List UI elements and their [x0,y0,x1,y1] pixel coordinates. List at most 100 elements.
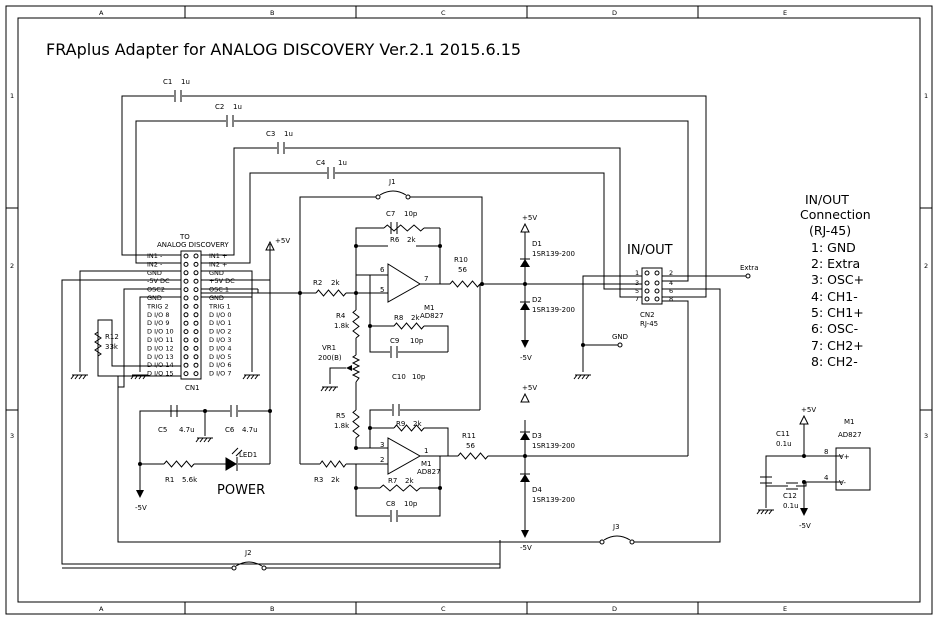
rail-neg-d4 [521,530,529,538]
resistor-r9 [393,424,425,432]
connection-row: 2: Extra [811,256,860,271]
cn1-left-pin-label: D I/O 9 [147,319,170,327]
cn1-left-pin [183,287,189,293]
cn1-left-pin-label: OSC2 [147,286,165,294]
cn1-right-pin-label: D I/O 5 [209,353,232,361]
cn2-pin-label: 7 [635,295,639,303]
resistor-r11 [457,452,489,460]
connection-row: 6: OSC- [811,321,858,336]
c12-value: 0.1u [783,502,799,510]
jumper-j1-label: J1 [388,178,396,186]
diode-d2 [520,302,530,310]
m1-supply-ref: M1 [844,418,855,426]
opamp-lower: 3 2 1 M1 AD827 [380,437,441,476]
gnd-cn1-left-hatch [74,374,79,380]
cn1-right-pin [193,371,199,377]
cn1-right-pin-label: D I/O 0 [209,311,232,319]
r11-ref: R11 [462,432,476,440]
jumper-j2-pad [261,565,267,571]
connection-row: 5: CH1+ [811,305,864,320]
c1-ref: C1 [163,78,172,86]
cn1-right-pin-label: IN1 + [209,252,227,260]
c7-value: 10p [404,210,418,218]
cn2-pin [644,280,650,286]
led-label: POWER [217,483,265,498]
cn1-right-pin-label: D I/O 6 [209,361,232,369]
cn1-left-pin [183,295,189,301]
gnd-cn1-left-hatch [78,374,83,380]
cn1-left-pin-label: TRIG 2 [146,302,169,310]
cn1-right-pin-label: D I/O 4 [209,344,232,352]
r6-value: 2k [407,236,416,244]
d1-part: 1SR139-200 [532,250,575,258]
jumper-j1-pad [375,194,381,200]
c6-ref: C6 [225,426,235,434]
d3-part: 1SR139-200 [532,442,575,450]
cn1-right-pin-label: D I/O 2 [209,328,232,336]
rail-neg-m1-label: -5V [799,522,811,530]
cn1-left-pin [183,278,189,284]
cn2-pin-label: 6 [669,287,673,295]
rail-pos-d3-label: +5V [522,384,537,392]
d1-ref: D1 [532,240,542,248]
c9-value: 10p [410,337,424,345]
d4-ref: D4 [532,486,542,494]
r8-ref: R8 [394,314,403,322]
cn1-left-pin [183,345,189,351]
jumper-j3 [603,535,631,541]
m1-supply-pin-4: 4 [824,474,829,482]
rail-pos-d3 [520,392,530,403]
cn1-header-line2: ANALOG DISCOVERY [157,241,229,249]
rail-neg-power [136,490,144,498]
gnd-c5c6-hatch [195,437,200,443]
cn1-left-pin-label: D I/O 14 [147,361,174,369]
cn1-right-pin-label: GND [209,269,224,277]
cn1-right-pin [193,303,199,309]
cn1-body [180,250,202,380]
cn1-right-pin-label: TRIG 1 [208,302,231,310]
c12-ref: C12 [783,492,797,500]
grid-col-e-bottom: E [783,605,787,613]
resistor-r3 [319,460,347,468]
cn1-right-pin [193,295,199,301]
rail-pos-cn1-label: +5V [275,237,290,245]
opamp-lower-part: AD827 [417,468,441,476]
cn2-pin [644,296,650,302]
rail-pos-cn1 [265,240,275,251]
c3-value: 1u [284,130,293,138]
grid-row-1-left: 1 [10,92,14,100]
cn2-pin [644,270,650,276]
cn1-header-line1: TO [179,233,190,241]
cn1-left-pin [183,303,189,309]
cn2-pin-label: 4 [669,279,673,287]
cn1-right-pin [193,329,199,335]
gnd-c11-hatch [768,509,773,515]
jumper-j3-pad [629,539,635,545]
cn2-pin [644,288,650,294]
c2-value: 1u [233,103,242,111]
cn1-left-pin [183,270,189,276]
grid-col-d-bottom: D [612,605,617,613]
c1-value: 1u [181,78,190,86]
cn2-header: IN/OUT [627,243,673,258]
cn1-right-pin-label: IN2 + [209,260,227,268]
c4-value: 1u [338,159,347,167]
diode-d4 [520,474,530,482]
cn2-pin-label: 3 [635,279,639,287]
connector-cn1: TO ANALOG DISCOVERY CN1 [157,233,229,392]
jumper-j3-label: J3 [612,523,620,531]
cn1-right-pin [193,345,199,351]
grid-col-d-top: D [612,9,617,17]
r4-ref: R4 [336,312,346,320]
r2-value: 2k [331,279,340,287]
c10-value: 10p [412,373,426,381]
jumper-j2-label: J2 [244,549,252,557]
gnd-cn2-hatch [581,374,586,380]
gnd-cn1-right-hatch [250,374,255,380]
vr1-value: 200(B) [318,354,342,362]
c11-ref: C11 [776,430,790,438]
gnd-terminal [617,342,623,348]
cn2-pin-label: 8 [669,295,673,303]
